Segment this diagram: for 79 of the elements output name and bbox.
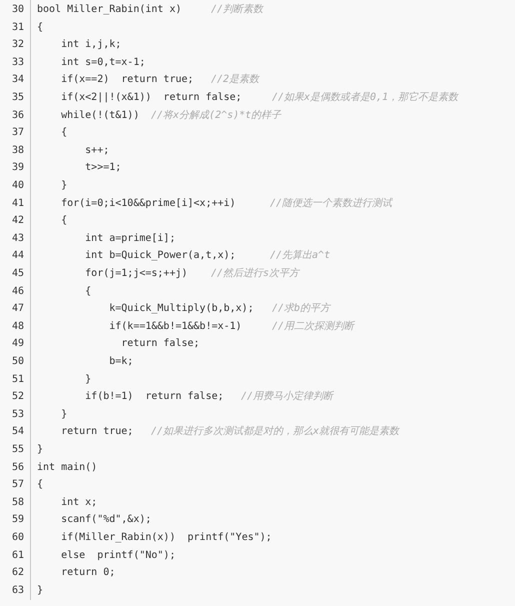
- code-line: if(b!=1) return false;: [85, 390, 224, 404]
- code-line: return true;: [61, 425, 134, 440]
- code-line: b=k;: [109, 355, 134, 369]
- line-number: 45: [10, 267, 24, 281]
- code-line: else printf("No");: [61, 548, 176, 563]
- code-comment: //随便选一个素数进行测试: [270, 196, 392, 211]
- code-line: if(x<2||!(x&1)) return false;: [61, 91, 242, 105]
- line-number: 51: [10, 372, 24, 387]
- code-line: if(k==1&&b!=1&&b!=x-1): [109, 320, 242, 334]
- code-line: {: [85, 284, 92, 299]
- code-line: int x;: [61, 496, 98, 510]
- line-number: 47: [10, 302, 24, 316]
- line-number: 31: [10, 20, 24, 35]
- line-number: 40: [10, 179, 24, 193]
- line-number: 58: [10, 496, 24, 510]
- line-number: 41: [10, 196, 24, 211]
- code-line: }: [37, 584, 44, 598]
- code-line: {: [37, 20, 44, 35]
- line-number: 48: [10, 320, 24, 334]
- code-line: for(i=0;i<10&&prime[i]<x;++i): [61, 196, 236, 211]
- code-line: int a=prime[i];: [85, 232, 176, 246]
- code-line: scanf("%d",&x);: [61, 513, 152, 528]
- code-line: k=Quick_Multiply(b,b,x);: [109, 302, 254, 316]
- line-number: 56: [10, 460, 24, 475]
- code-comment: //2是素数: [211, 73, 260, 88]
- code-line: return 0;: [61, 566, 116, 580]
- code-comment: //然后进行s次平方: [211, 267, 300, 281]
- line-number: 53: [10, 408, 24, 422]
- line-number: 36: [10, 108, 24, 123]
- line-number: 59: [10, 513, 24, 528]
- line-number: 62: [10, 566, 24, 580]
- line-number: 54: [10, 425, 24, 440]
- code-comment: //用二次探测判断: [272, 320, 354, 334]
- code-comment: //用费马小定律判断: [241, 390, 334, 404]
- code-line: int b=Quick_Power(a,t,x);: [85, 249, 236, 264]
- code-line: }: [61, 408, 68, 422]
- code-line: if(Miller_Rabin(x)) printf("Yes");: [61, 531, 272, 545]
- code-line: bool Miller_Rabin(int x): [37, 3, 182, 17]
- line-number: 46: [10, 284, 24, 299]
- line-number: 44: [10, 249, 24, 264]
- line-number: 34: [10, 73, 24, 88]
- code-line: t>>=1;: [85, 161, 122, 176]
- line-number: 42: [10, 214, 24, 228]
- line-number: 61: [10, 548, 24, 563]
- line-number: 52: [10, 390, 24, 404]
- line-number: 43: [10, 232, 24, 246]
- code-line: while(!(t&1)): [61, 108, 140, 123]
- line-number: 49: [10, 337, 24, 352]
- line-number: 55: [10, 443, 24, 457]
- code-comment: //判断素数: [211, 3, 264, 17]
- code-line: }: [61, 179, 68, 193]
- code-line: if(x==2) return true;: [61, 73, 194, 88]
- line-number: 57: [10, 478, 24, 492]
- code-comment: //求b的平方: [272, 302, 330, 316]
- line-number: 35: [10, 91, 24, 105]
- line-number: 39: [10, 161, 24, 176]
- line-number: 50: [10, 355, 24, 369]
- code-line: {: [61, 126, 68, 140]
- code-line: s++;: [85, 144, 110, 158]
- line-number: 38: [10, 144, 24, 158]
- code-line: {: [37, 478, 44, 492]
- code-line: {: [61, 214, 68, 228]
- code-line: return false;: [121, 337, 200, 352]
- line-number: 37: [10, 126, 24, 140]
- code-comment: //先算出a^t: [270, 249, 330, 264]
- code-comment: //将x分解成(2^s)*t的样子: [151, 108, 282, 123]
- code-line: int i,j,k;: [61, 38, 122, 52]
- code-comment: //如果进行多次测试都是对的，那么x就很有可能是素数: [151, 425, 400, 440]
- line-number: 30: [10, 3, 24, 17]
- code-line: int main(): [37, 460, 98, 475]
- line-number: 63: [10, 584, 24, 598]
- code-line: }: [85, 372, 92, 387]
- line-number: 32: [10, 38, 24, 52]
- line-number: 60: [10, 531, 24, 545]
- code-comment: //如果x是偶数或者是0,1，那它不是素数: [272, 91, 458, 105]
- code-line: for(j=1;j<=s;++j): [85, 267, 188, 281]
- line-number: 33: [10, 56, 24, 70]
- code-line: int s=0,t=x-1;: [61, 56, 146, 70]
- code-line: }: [37, 443, 44, 457]
